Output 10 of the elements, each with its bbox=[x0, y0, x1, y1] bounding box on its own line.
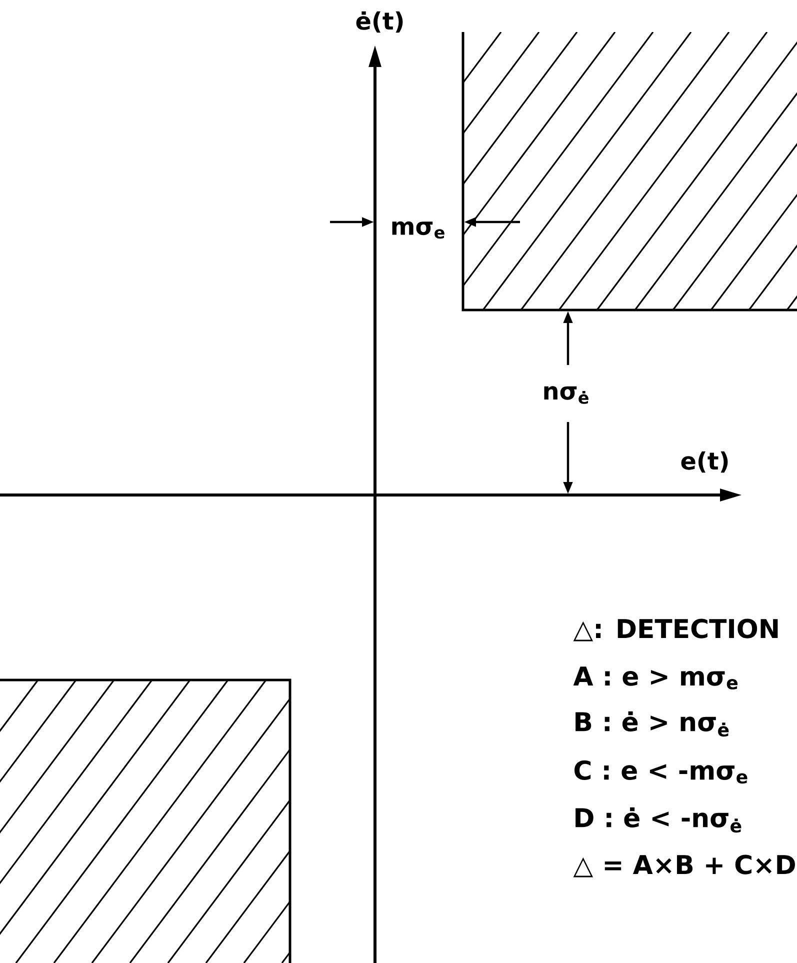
axis-label: e(t) bbox=[681, 451, 728, 473]
legend-text: B : ė > nσ$_{ė}$ bbox=[576, 711, 729, 737]
axis-label: ė(t) bbox=[356, 11, 403, 33]
dimension-label: mσ$_{e}$ bbox=[392, 221, 444, 239]
legend-text: △: DETECTION bbox=[573, 618, 778, 642]
legend-text: △ = A×B + C×D bbox=[573, 854, 795, 878]
legend-text: A : e > mσ$_{e}$ bbox=[573, 666, 738, 690]
dimension-label: nσ$_{ė}$ bbox=[544, 386, 588, 404]
legend-text: C : e < -mσ$_{e}$ bbox=[574, 760, 748, 784]
legend-text: D : ė < -nσ$_{ė}$ bbox=[576, 807, 742, 833]
